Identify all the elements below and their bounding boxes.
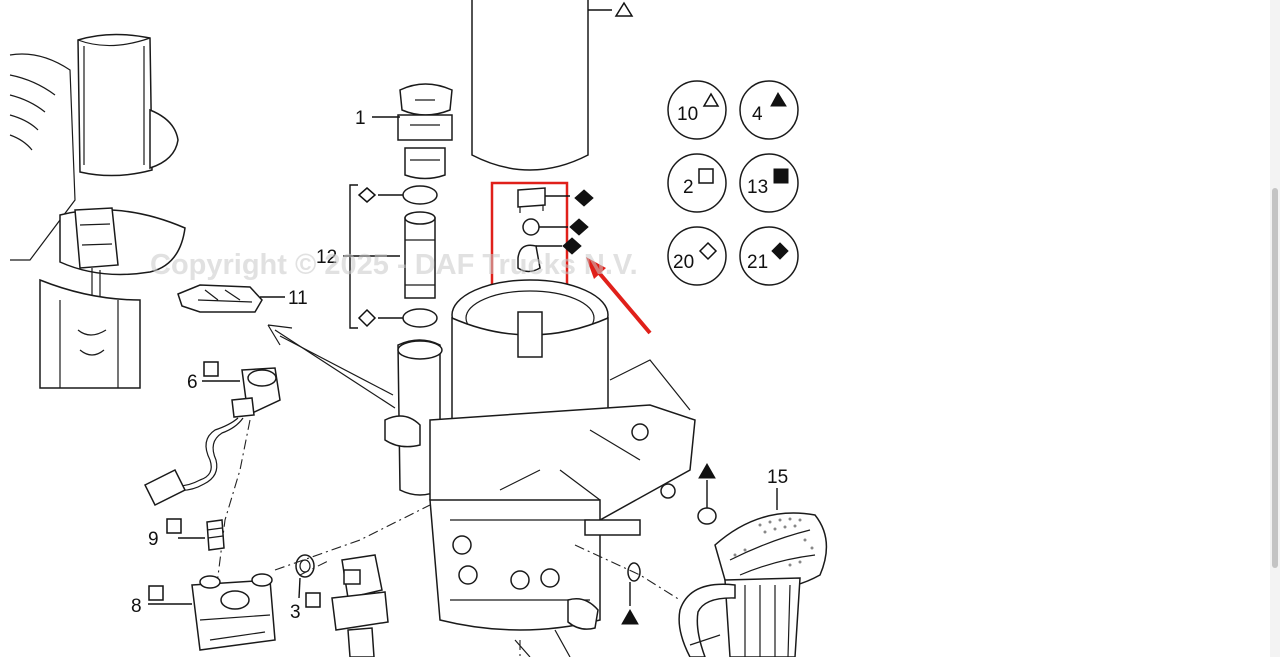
legend-number: 20: [673, 252, 694, 273]
callout-1: 1: [355, 108, 366, 129]
callout-11: 11: [288, 288, 308, 309]
legend-item-4: [739, 80, 799, 140]
legend-number: 2: [683, 177, 694, 198]
legend-item-2: [667, 153, 727, 213]
square-outline-icon: [148, 585, 164, 601]
triangle-filled-icon: [770, 91, 787, 107]
symbol-legend: 10 4 2 13 20 21: [667, 80, 799, 286]
diamond-filled-icon: [574, 189, 594, 207]
part-15-heater: 15: [678, 467, 828, 657]
filter-cartridge: [471, 0, 634, 171]
square-outline-icon: [698, 168, 714, 184]
part-11-clip: 11: [177, 284, 308, 313]
main-filter-housing: [384, 279, 696, 657]
legend-number: 21: [747, 252, 768, 273]
assembly-centerlines: [274, 504, 681, 657]
square-outline-icon: [203, 361, 219, 377]
callout-6: 6: [187, 372, 198, 393]
vertical-scrollbar[interactable]: [1270, 0, 1280, 657]
part-8-block: 8: [131, 573, 276, 651]
square-outline-icon: [166, 518, 182, 534]
legend-number: 4: [752, 104, 763, 125]
part-3-seal: 3: [290, 554, 321, 623]
connector-sensor: [331, 554, 389, 657]
part-12-assembly: 12: [316, 184, 438, 329]
callout-3: 3: [290, 602, 301, 623]
diamond-outline-icon: [357, 308, 377, 328]
copyright-watermark: Copyright © 2025 - DAF Trucks N.V.: [150, 249, 638, 281]
filter-housing-inset: [9, 33, 186, 389]
diamond-filled-icon: [569, 218, 589, 236]
callout-15: 15: [767, 467, 788, 488]
legend-item-21: [739, 226, 799, 286]
highlighted-parts-group: [490, 181, 594, 291]
triangle-outline-icon: [614, 1, 634, 17]
triangle-filled-icon: [621, 608, 639, 625]
right-seals: [621, 462, 717, 625]
square-filled-icon: [773, 168, 789, 184]
diamond-outline-icon: [357, 187, 377, 203]
square-outline-icon: [305, 592, 321, 608]
part-1-valve: 1: [355, 83, 453, 180]
part-6-sensor: 6: [143, 361, 281, 601]
red-pointer-arrow: [586, 257, 652, 335]
diamond-outline-icon: [698, 241, 718, 261]
triangle-filled-icon: [698, 462, 716, 479]
legend-number: 13: [747, 177, 768, 198]
diamond-filled-icon: [771, 242, 789, 260]
legend-number: 10: [677, 104, 698, 125]
scrollbar-thumb[interactable]: [1272, 188, 1278, 568]
triangle-outline-icon: [702, 92, 720, 107]
callout-12: 12: [316, 247, 337, 268]
heater-dots: [733, 517, 814, 567]
assembly-arrow: [267, 324, 396, 409]
callout-9: 9: [148, 529, 159, 550]
legend-item-20: [667, 226, 727, 286]
part-9-fitting: 9: [148, 518, 225, 551]
callout-8: 8: [131, 596, 142, 617]
diamond-filled-icon: [562, 237, 582, 255]
